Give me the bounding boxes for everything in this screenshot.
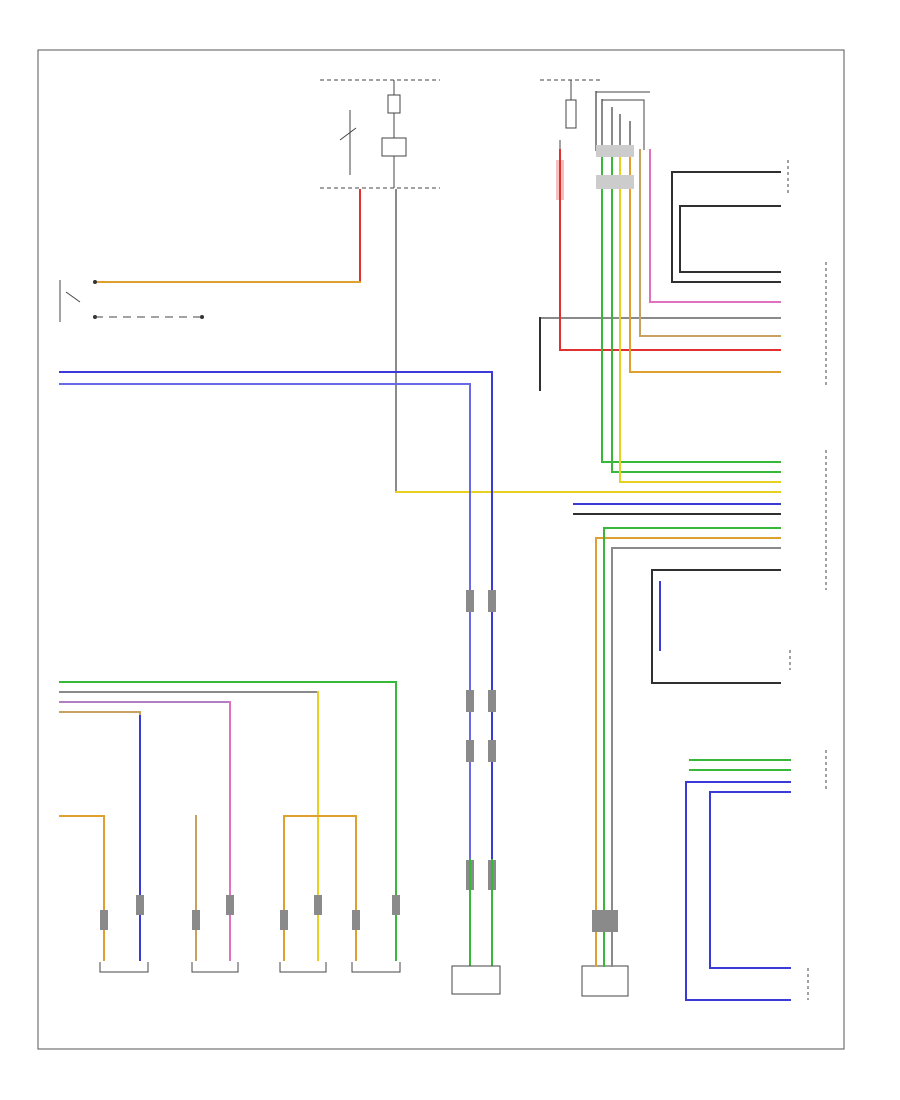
sensor-connectors bbox=[100, 895, 400, 930]
wire-blue-lower bbox=[59, 383, 471, 921]
wire-black-upper-4 bbox=[679, 205, 781, 273]
wire-green-right-center bbox=[603, 527, 781, 967]
wire-orange-sensor-3 bbox=[283, 815, 357, 961]
wire-red-top-left bbox=[94, 189, 361, 283]
wire-orange-sensor-1 bbox=[59, 815, 105, 961]
wire-tan-right bbox=[639, 149, 781, 337]
wire-yellow-mid bbox=[619, 149, 781, 483]
wire-blue-bottom-right bbox=[685, 781, 791, 1001]
sensor-brackets bbox=[99, 962, 401, 973]
wire-orange-right bbox=[629, 149, 781, 373]
wire-blue-bottom-right-2 bbox=[709, 791, 791, 969]
wire-black-upper-2 bbox=[671, 171, 781, 283]
wire-green-mid-1 bbox=[601, 149, 781, 463]
left-switch bbox=[59, 280, 204, 322]
wire-pink-right bbox=[649, 149, 781, 303]
wire-green-mid-2 bbox=[611, 149, 781, 473]
wire-red-right bbox=[559, 149, 781, 351]
center-bottom-module bbox=[451, 965, 501, 995]
top-fuse-block bbox=[320, 79, 440, 189]
right-bottom-module bbox=[581, 965, 629, 997]
wire-violet-left-bus bbox=[59, 701, 231, 961]
wire-orange-right-center bbox=[595, 537, 781, 967]
wire-gray-right-center bbox=[611, 547, 781, 967]
wire-black-lower-right bbox=[651, 569, 781, 684]
wire-blue-upper bbox=[59, 371, 493, 921]
top-right-fuse-block bbox=[540, 79, 600, 150]
wire-gray-left-bus bbox=[59, 691, 319, 811]
wire-green-left-bus bbox=[59, 681, 397, 961]
top-right-wire-bundle bbox=[595, 91, 650, 151]
diagram-frame bbox=[37, 49, 845, 1050]
